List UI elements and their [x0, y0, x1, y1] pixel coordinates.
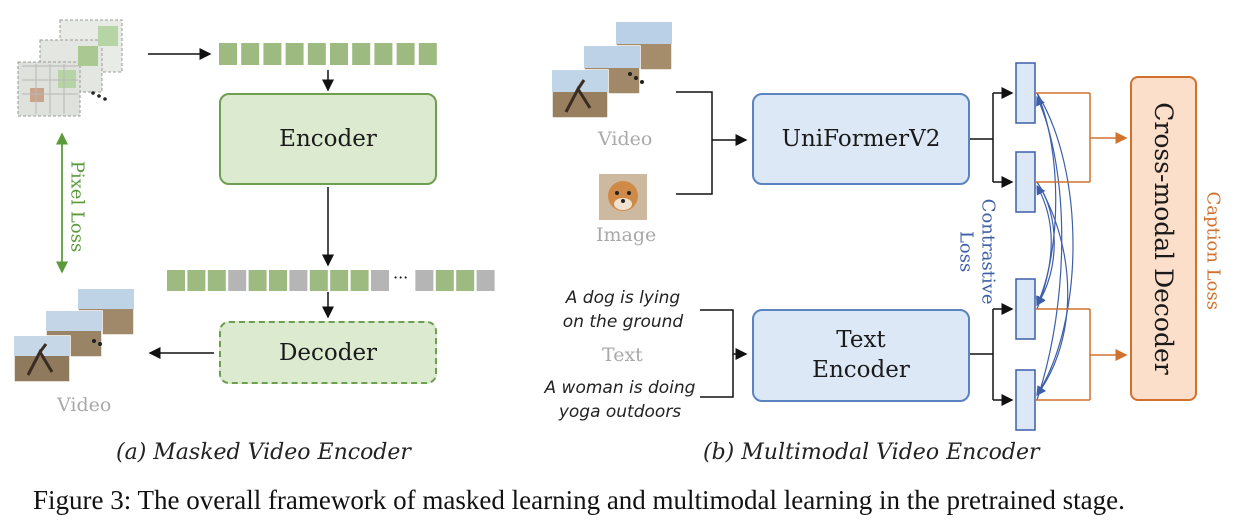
visible-token — [248, 270, 267, 291]
uniformer-to-tokens-connector — [970, 87, 1014, 188]
uniformerv2-label: UniFormerV2 — [781, 126, 941, 152]
visible-token — [263, 43, 282, 65]
text-sample-2: A woman is doing yoga outdoors — [544, 378, 696, 422]
visible-token — [396, 43, 415, 65]
caption-loss-connectors — [1035, 92, 1128, 401]
masked-token — [415, 270, 434, 291]
decoder-label: Decoder — [278, 339, 378, 366]
texts-to-text-encoder-connector — [700, 309, 748, 398]
text-feature-token-2 — [1015, 369, 1036, 431]
visible-token — [219, 43, 237, 65]
visible-token — [418, 43, 437, 65]
visible-token — [285, 43, 304, 65]
encoder-box: Encoder — [219, 93, 437, 185]
caption-loss-label: Caption Loss — [1202, 191, 1224, 310]
visible-token — [269, 270, 287, 291]
text-sample-1: A dog is lying on the ground — [562, 288, 684, 332]
input-image — [599, 174, 647, 220]
text-encoder-box: Text Encoder — [752, 309, 970, 402]
visible-token — [207, 270, 226, 291]
video-feature-token-2 — [1015, 151, 1036, 213]
visible-token — [350, 270, 369, 291]
visible-token — [167, 270, 185, 291]
text-feature-token-1 — [1015, 278, 1036, 340]
masked-token — [476, 270, 495, 291]
subcaption-a: (a) Masked Video Encoder — [116, 440, 411, 465]
text-label: Text — [602, 344, 643, 366]
masked-token — [289, 270, 308, 291]
image-label: Image — [596, 224, 657, 246]
video-feature-token-1 — [1015, 62, 1036, 124]
masked-token — [228, 270, 247, 291]
visible-token-row — [219, 43, 437, 65]
masked-video-frames — [17, 19, 123, 117]
input-video-frames — [551, 21, 673, 119]
uniformerv2-box: UniFormerV2 — [752, 93, 970, 185]
contrastive-loss-arrows — [1036, 92, 1074, 401]
visible-token — [330, 43, 348, 65]
visible-token — [435, 270, 454, 291]
visible-token — [352, 43, 371, 65]
figure-caption: Figure 3: The overall framework of maske… — [33, 485, 1125, 515]
pixel-loss-label: Pixel Loss — [66, 160, 88, 253]
subcaption-b: (b) Multimodal Video Encoder — [703, 440, 1040, 465]
visible-token — [330, 270, 349, 291]
visible-token — [309, 270, 328, 291]
video-label-a: Video — [57, 394, 112, 416]
text-encoder-to-tokens-connector — [970, 303, 1014, 406]
contrastive-loss-label: Contrastive Loss — [956, 198, 999, 305]
cross-modal-decoder-box: Cross-modal Decoder — [1130, 76, 1197, 401]
visible-token — [187, 270, 206, 291]
video-label-b: Video — [598, 128, 653, 150]
encoder-label: Encoder — [279, 126, 377, 152]
visible-token — [241, 43, 260, 65]
token-ellipsis: ··· — [393, 268, 409, 287]
visible-token — [307, 43, 326, 65]
masked-token — [371, 270, 389, 291]
full-token-row — [167, 270, 495, 291]
decoder-box: Decoder — [219, 321, 437, 384]
cross-modal-decoder-label: Cross-modal Decoder — [1149, 102, 1178, 375]
text-encoder-label: Text Encoder — [812, 326, 910, 383]
reconstructed-video-frames — [13, 288, 135, 383]
inputs-to-uniformer-connector — [676, 91, 748, 195]
visible-token — [456, 270, 475, 291]
visible-token — [374, 43, 393, 65]
